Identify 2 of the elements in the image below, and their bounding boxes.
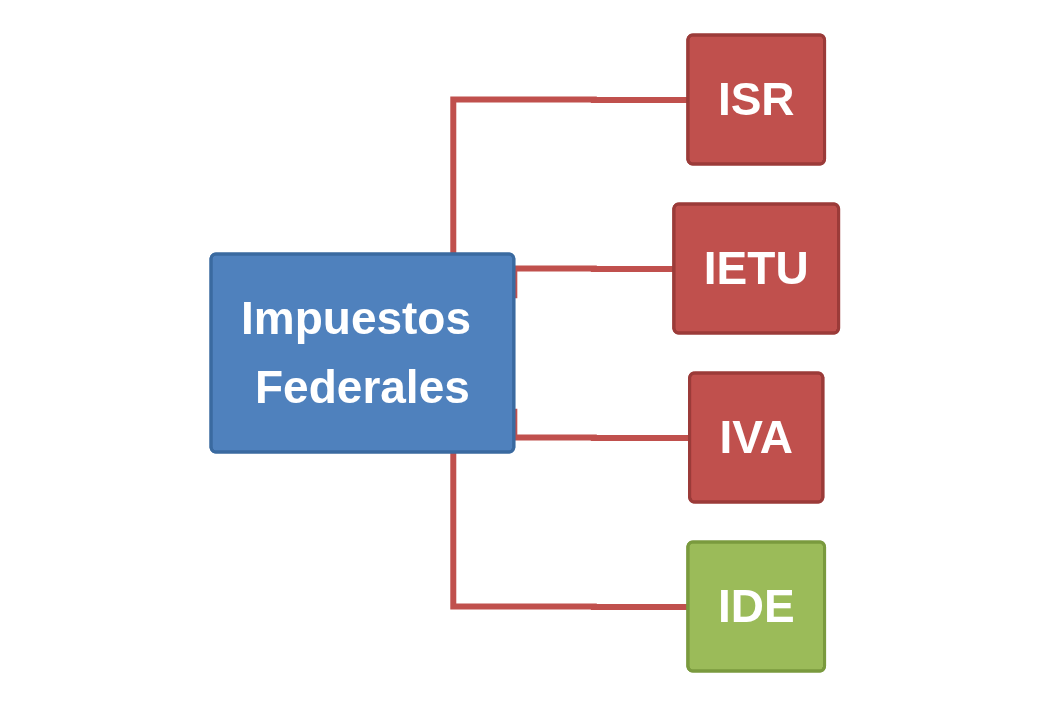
connector xyxy=(450,96,689,255)
connector xyxy=(450,452,689,610)
